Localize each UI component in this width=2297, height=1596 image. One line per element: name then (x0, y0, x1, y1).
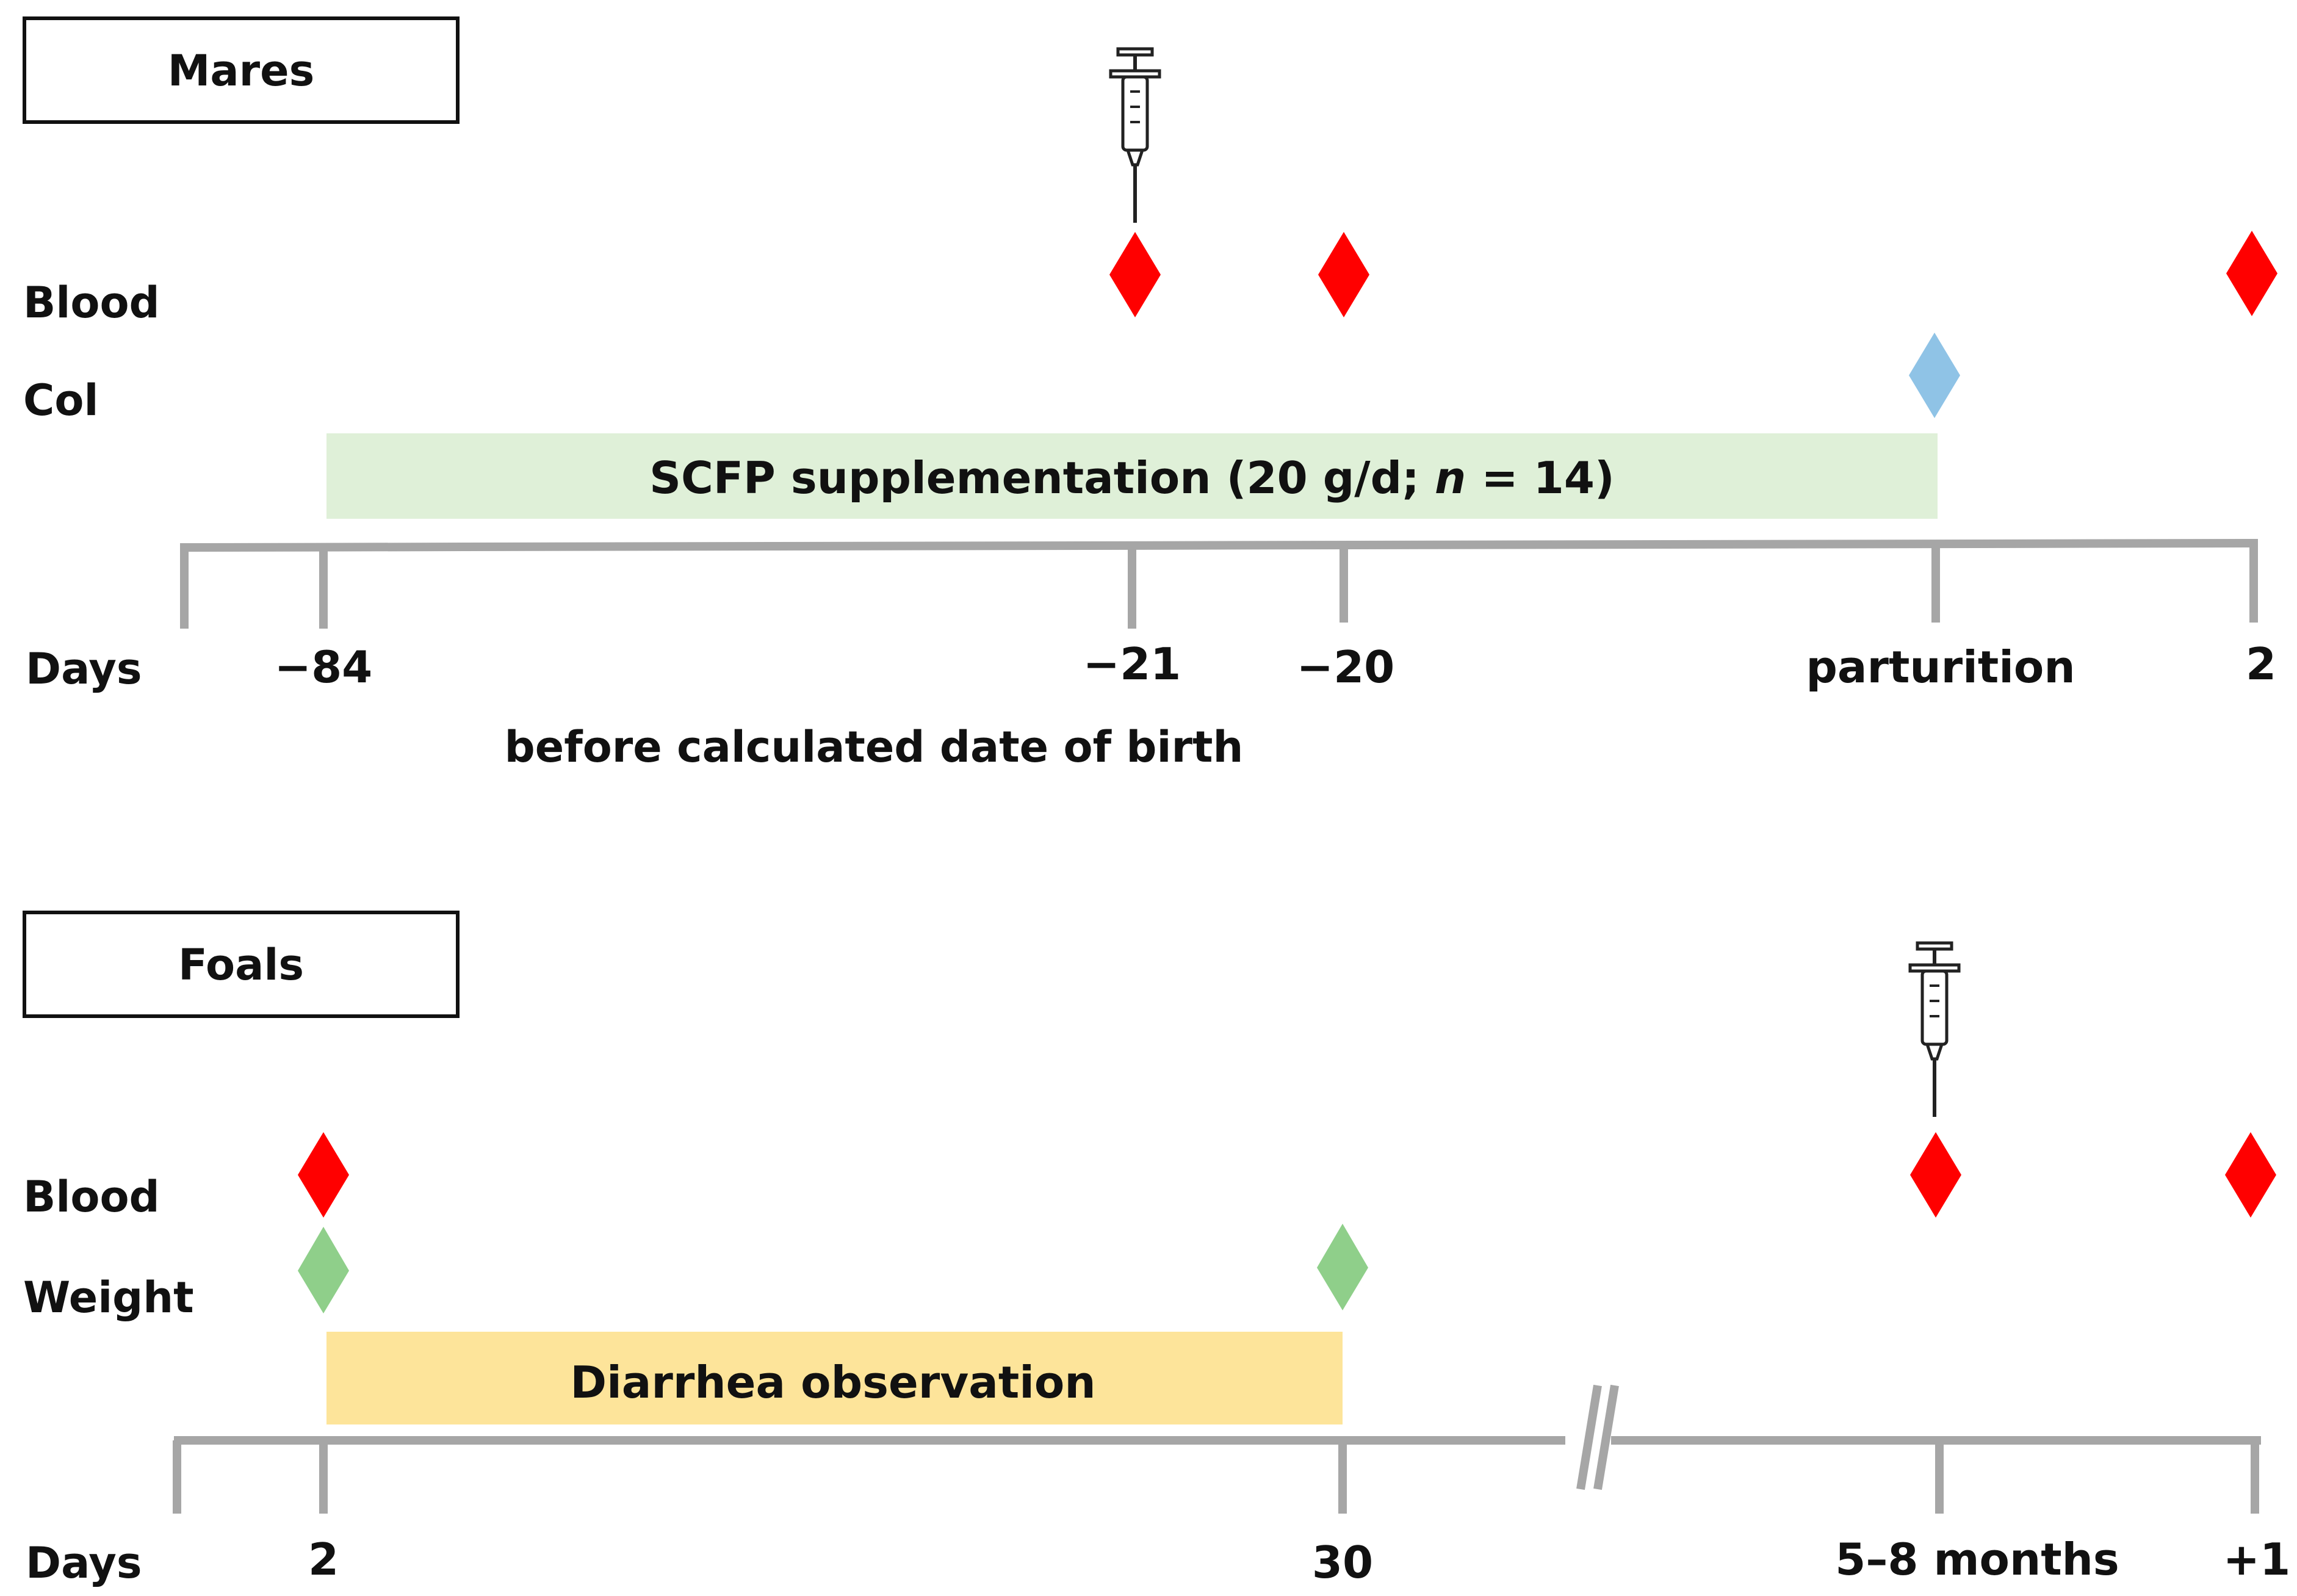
mares-axis-note: before calculated date of birth (505, 722, 1244, 772)
foals-tick-label: 2 (308, 1534, 339, 1585)
scfp-supplementation-bar (326, 433, 1938, 519)
blood-sample-marker (2226, 231, 2277, 316)
mares-title-box (23, 16, 460, 124)
foals-title-box (23, 911, 460, 1018)
mares-axis-label: Days (26, 644, 142, 694)
blood-sample-marker (298, 1132, 349, 1218)
mares-timeline-axis (180, 539, 2259, 629)
foals-timeline-axis (173, 1436, 2261, 1514)
axis-break-icon (1576, 1384, 1619, 1490)
blood-sample-marker (1109, 232, 1161, 317)
foals-tick-label: +1 (2223, 1534, 2290, 1585)
mares-tick-label: −84 (275, 641, 373, 693)
mares-section: Mares Blood Col SCFP supplementation (20… (23, 16, 2277, 772)
foals-axis-label: Days (26, 1538, 142, 1588)
blood-sample-marker (1910, 1132, 1961, 1218)
mares-tick-label: −21 (1083, 638, 1181, 690)
mares-tick-label: −20 (1297, 641, 1395, 693)
foals-title: Foals (178, 940, 304, 990)
foals-tick-label: 5–8 months (1835, 1534, 2119, 1585)
weight-measurement-marker (1317, 1224, 1368, 1310)
blood-sample-marker (2225, 1132, 2276, 1218)
foals-section: Foals Blood Weight Diarrhea observation (23, 911, 2290, 1588)
mares-title: Mares (168, 46, 315, 96)
blood-sample-marker (1318, 232, 1369, 317)
weight-measurement-marker (298, 1227, 349, 1313)
syringe-icon (1111, 49, 1159, 223)
scfp-supplementation-label: SCFP supplementation (20 g/d; n = 14) (649, 452, 1615, 504)
diarrhea-observation-label: Diarrhea observation (570, 1357, 1095, 1408)
foals-row-weight: Weight (23, 1273, 194, 1323)
mares-row-blood: Blood (23, 278, 160, 328)
foals-tick-label: 30 (1312, 1537, 1373, 1588)
diarrhea-observation-bar (326, 1332, 1343, 1424)
mares-row-col: Col (23, 375, 98, 425)
mares-tick-label: 2 (2246, 638, 2276, 690)
foals-row-blood: Blood (23, 1172, 160, 1222)
colostrum-sample-marker (1909, 333, 1960, 418)
mares-tick-label: parturition (1806, 641, 2075, 693)
syringe-icon (1910, 943, 1959, 1117)
